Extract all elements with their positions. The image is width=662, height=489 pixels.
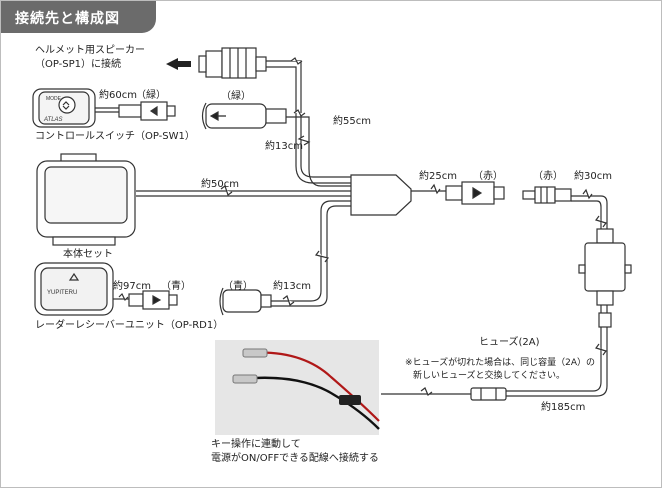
length-185cm: 約185cm	[541, 402, 586, 413]
length-50cm: 約50cm	[201, 179, 239, 190]
speaker-connector	[198, 47, 267, 79]
long-power-cable	[506, 291, 608, 397]
length-60cm: 約60cm	[99, 90, 137, 101]
length-97cm: 約97cm	[113, 281, 151, 292]
receiver-branch-cable	[271, 200, 356, 302]
blue-connector-receiver	[128, 290, 178, 310]
title-tab: 接続先と構成図	[1, 1, 156, 33]
helmet-speaker-label-2: （OP-SP1）に接続	[35, 59, 122, 70]
branch-box	[350, 174, 412, 216]
page-title: 接続先と構成図	[15, 11, 120, 27]
control-switch	[32, 88, 96, 128]
inline-fuse	[470, 387, 507, 401]
red-label-hub: （赤）	[473, 171, 503, 182]
green-label-connector: （緑）	[221, 91, 251, 102]
red-fuse-cable	[571, 195, 608, 241]
fuse-label: ヒューズ(2A)	[479, 337, 540, 348]
main-unit-device	[36, 153, 136, 246]
green-label-switch: （緑）	[136, 90, 166, 101]
switch-connector	[118, 101, 176, 121]
length-13cm-bottom: 約13cm	[273, 281, 311, 292]
key-note-2: 電源がON/OFFできる配線へ接続する	[211, 453, 379, 464]
switch-brand-text: ATLAS	[43, 117, 63, 123]
length-13cm-top: 約13cm	[265, 141, 303, 152]
wiring-photo	[215, 340, 380, 435]
key-note-1: キー操作に連動して	[211, 439, 301, 450]
red-label-fuse: （赤）	[533, 171, 563, 182]
radar-receiver-label: レーダーレシーバーユニット（OP-RD1）	[35, 320, 224, 331]
speaker-cable	[266, 60, 356, 178]
main-unit-label: 本体セット	[63, 249, 113, 260]
red-connector-fuse	[522, 186, 572, 204]
length-30cm: 約30cm	[574, 171, 612, 182]
length-55cm: 約55cm	[333, 116, 371, 127]
fuse-note-2: 新しいヒューズと交換してください。	[413, 371, 566, 381]
fuse-note-1: ※ヒューズが切れた場合は、同じ容量（2A）の	[405, 358, 595, 368]
blue-label-receiver: （青）	[161, 281, 191, 292]
fuse-box	[578, 228, 632, 328]
blue-connector-hub	[219, 287, 272, 316]
control-switch-label: コントロールスイッチ（OP-SW1）	[35, 131, 195, 142]
blue-label-hub: （青）	[223, 281, 253, 292]
receiver-brand-text: YUPITERU	[47, 290, 77, 296]
green-connector	[201, 102, 287, 130]
left-arrow-icon	[166, 58, 191, 70]
length-25cm: 約25cm	[419, 171, 457, 182]
switch-mode-text: MODE	[46, 96, 62, 102]
radar-receiver-device	[34, 262, 114, 316]
green-cable	[286, 116, 356, 187]
helmet-speaker-label-1: ヘルメット用スピーカー	[35, 45, 145, 56]
red-connector-hub	[445, 181, 505, 205]
